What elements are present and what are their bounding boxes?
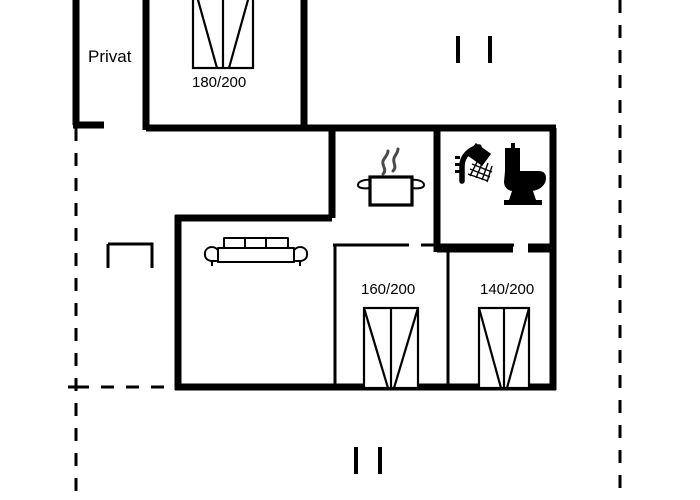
boundary-dashed-lines	[74, 0, 622, 500]
bed-bl-diagonal-right	[392, 307, 420, 389]
cooking-pot-icon	[356, 147, 426, 207]
bed-top-icon	[191, 0, 255, 70]
bed-size-label-bottom-right: 140/200	[480, 281, 535, 298]
sofa-seat	[217, 247, 295, 263]
room-label-privat: Privat	[88, 47, 132, 66]
bed-top-diagonal-right	[227, 0, 250, 69]
pot-steam-right	[391, 147, 400, 173]
sofa-arm-left	[203, 246, 219, 262]
sofa-arm-right	[293, 246, 309, 262]
sofa-icon	[203, 237, 309, 266]
toilet-tank	[505, 148, 520, 171]
toilet-wall-ticks	[455, 156, 460, 173]
pot-handle-right	[410, 178, 426, 190]
bed-bl-diagonal-left	[362, 307, 390, 389]
toilet-base	[504, 200, 542, 205]
bed-bottom-right-icon	[477, 306, 531, 390]
pot-steam	[381, 147, 400, 176]
pot-body	[368, 175, 414, 207]
toilet-pedestal	[509, 191, 536, 200]
interior-partitions	[333, 131, 554, 388]
bed-size-label-top: 180/200	[192, 74, 247, 91]
shower-spray	[467, 159, 493, 183]
shower-icon	[459, 142, 493, 184]
pot-steam-left	[381, 149, 390, 176]
table-icon	[106, 242, 154, 268]
toilet-bowl	[504, 171, 546, 191]
bed-top-diagonal-left	[196, 0, 219, 69]
table-outline-right	[108, 242, 154, 268]
bed-bottom-left-icon	[362, 306, 420, 390]
toilet-icon	[455, 143, 546, 205]
toilet-flush-button	[511, 143, 515, 148]
window-tick-marks	[354, 36, 492, 474]
bed-br-diagonal-left	[477, 307, 503, 389]
pot-handle-left	[356, 178, 372, 190]
bed-size-label-bottom-left: 160/200	[361, 281, 416, 298]
bed-br-diagonal-right	[505, 307, 531, 389]
